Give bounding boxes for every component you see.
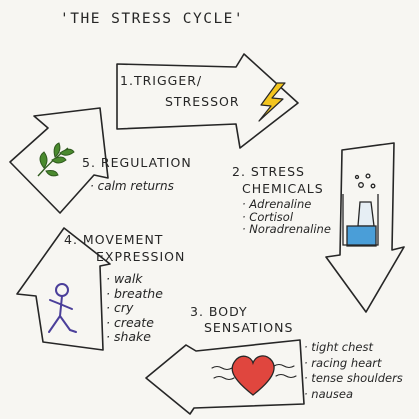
step-1-number: 1. bbox=[120, 73, 134, 88]
step-3-number: 3. bbox=[190, 304, 204, 319]
step-3-line2: SENSATIONS bbox=[204, 320, 294, 335]
list-item: · cry bbox=[106, 300, 134, 316]
step-5-list: · calm returns bbox=[90, 180, 174, 193]
list-item: · Adrenaline bbox=[242, 197, 312, 211]
flask-icon bbox=[342, 173, 379, 247]
list-item: · tense shoulders bbox=[304, 371, 403, 385]
step-4-number: 4. bbox=[64, 232, 78, 247]
arrow-step-3 bbox=[145, 339, 305, 415]
list-item: · walk bbox=[106, 271, 143, 286]
leaf-icon bbox=[37, 142, 75, 177]
arrow-step-5 bbox=[9, 107, 109, 214]
step-2-label: 2. STRESS bbox=[232, 164, 305, 179]
list-item: · Noradrenaline bbox=[242, 222, 331, 237]
step-1-label: 1.TRIGGER/ bbox=[120, 73, 203, 88]
step-4-label: 4. MOVEMENT bbox=[64, 232, 164, 247]
step-1-line1: TRIGGER/ bbox=[133, 73, 203, 88]
step-1-line2: STRESSOR bbox=[165, 94, 240, 109]
step-5-line1: REGULATION bbox=[100, 155, 192, 170]
list-item: · racing heart bbox=[304, 355, 382, 370]
step-4-line1: MOVEMENT bbox=[82, 232, 164, 247]
step-2-number: 2. bbox=[232, 164, 246, 179]
list-item: · tight chest bbox=[304, 340, 373, 354]
step-4-line2: EXPRESSION bbox=[96, 249, 186, 264]
step-3-line1: BODY bbox=[208, 304, 248, 319]
list-item: · shake bbox=[106, 329, 151, 345]
step-4-list: · walk · breathe · cry · create · shake bbox=[106, 271, 163, 345]
stick-figure-icon bbox=[48, 283, 77, 333]
heart-icon bbox=[211, 355, 297, 396]
step-3-label: 3. BODY bbox=[190, 304, 248, 319]
list-item: · calm returns bbox=[90, 179, 174, 193]
step-2-list: · Adrenaline · Cortisol · Noradrenaline bbox=[242, 198, 331, 236]
step-2-line1: STRESS bbox=[250, 164, 305, 179]
arrow-step-2 bbox=[325, 142, 405, 313]
step-5-label: 5. REGULATION bbox=[82, 155, 192, 170]
step-3-list: · tight chest · racing heart · tense sho… bbox=[304, 340, 403, 402]
step-2-line2: CHEMICALS bbox=[242, 181, 324, 196]
list-item: · breathe bbox=[106, 285, 163, 301]
list-item: · nausea bbox=[304, 386, 354, 401]
list-item: · Cortisol bbox=[242, 209, 294, 224]
diagram-title: 'THE STRESS CYCLE' bbox=[60, 11, 245, 27]
list-item: · create bbox=[106, 314, 154, 330]
step-5-number: 5. bbox=[82, 155, 96, 170]
lightning-icon bbox=[258, 82, 286, 122]
arrow-step-4 bbox=[16, 227, 111, 351]
arrow-step-1 bbox=[116, 53, 299, 149]
